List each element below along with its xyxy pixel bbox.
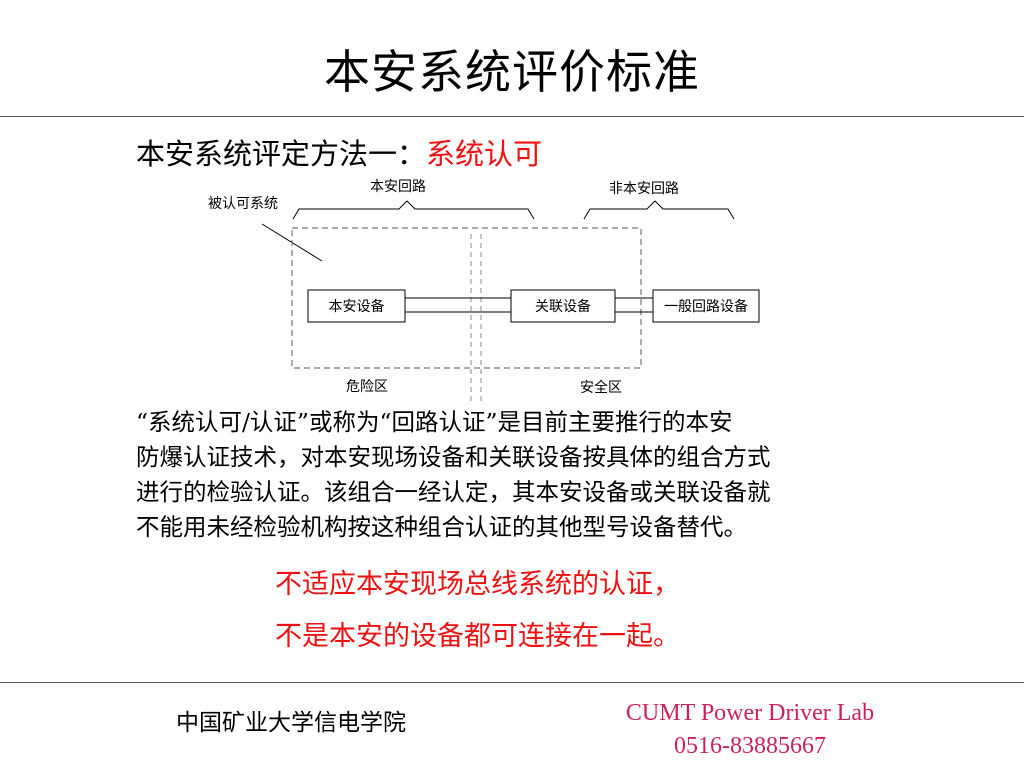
is-circuit-brace [292, 200, 535, 220]
explanation-line: 进行的检验认证。该组合一经认定，其本安设备或关联设备就 [136, 478, 771, 506]
approved-system-boundary [291, 227, 642, 369]
associated-device-box [510, 289, 616, 323]
hazardous-zone-label: 危险区 [346, 379, 388, 395]
slide-title: 本安系统评价标准 [324, 45, 700, 99]
lab-phone: 0516-83885667 [674, 733, 826, 759]
institution-name: 中国矿业大学信电学院 [176, 710, 406, 736]
conclusion-line-2: 不是本安的设备都可连接在一起。 [275, 621, 680, 652]
general-device-box [652, 289, 760, 323]
explanation-line: 防爆认证技术，对本安现场设备和关联设备按具体的组合方式 [136, 443, 771, 471]
is-circuit-label: 本安回路 [370, 179, 426, 195]
general-device-label: 一般回路设备 [664, 298, 748, 315]
explanation-line: “系统认可/认证”或称为“回路认证”是目前主要推行的本安 [136, 408, 733, 436]
title-divider [0, 116, 1024, 117]
is-device-box [307, 289, 406, 323]
is-device-label: 本安设备 [329, 298, 385, 315]
explanation-line: 不能用未经检验机构按这种组合认证的其他型号设备替代。 [136, 513, 747, 541]
explanation-paragraph: “系统认可/认证”或称为“回路认证”是目前主要推行的本安 防爆认证技术，对本安现… [136, 405, 936, 545]
method-heading-highlight: 系统认可 [426, 137, 543, 171]
associated-device-label: 关联设备 [535, 298, 591, 315]
lab-contact: CUMT Power Driver Lab 0516-83885667 [560, 697, 940, 763]
safe-zone-label: 安全区 [580, 379, 622, 396]
method-heading-prefix: 本安系统评定方法一： [136, 137, 427, 171]
approved-system-label: 被认可系统 [208, 196, 278, 212]
conclusion-line-1: 不适应本安现场总线系统的认证， [275, 569, 680, 600]
non-is-circuit-label: 非本安回路 [609, 181, 679, 197]
lab-name: CUMT Power Driver Lab [625, 700, 875, 726]
non-is-circuit-brace [583, 200, 735, 220]
footer-divider [0, 682, 1024, 683]
system-approval-diagram: 被认可系统 本安回路 非本安回路 本安设备 关联设备 一般回路设备 危险区 安全… [208, 179, 760, 404]
method-heading: 本安系统评定方法一：系统认可 [136, 134, 542, 174]
